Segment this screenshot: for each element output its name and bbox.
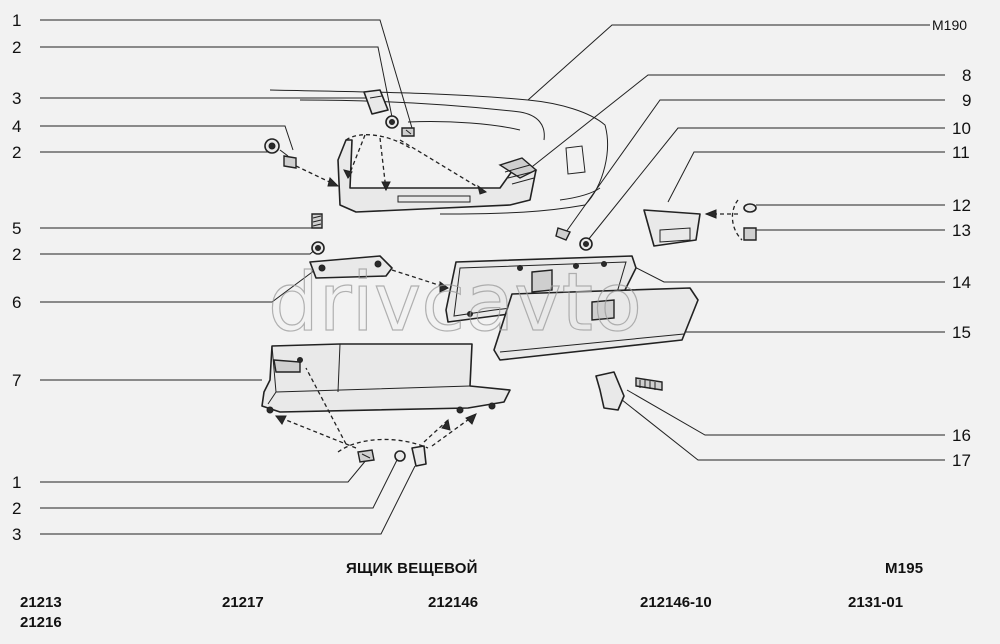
callout-right-2: 9 bbox=[962, 91, 971, 110]
callout-left-9: 7 bbox=[12, 371, 21, 390]
callout-left-7: 2 bbox=[12, 245, 21, 264]
callout-right-1: 8 bbox=[962, 66, 971, 85]
callout-left-11: 2 bbox=[12, 499, 21, 518]
model-code-21217: 21217 bbox=[222, 594, 264, 611]
callout-left-12: 3 bbox=[12, 525, 21, 544]
model-code-212146: 212146 bbox=[428, 594, 479, 611]
callout-right-7: 14 bbox=[952, 273, 971, 292]
right-callout-numbers: M190 8 9 10 11 12 13 14 15 16 17 bbox=[932, 17, 971, 470]
fasteners-left bbox=[264, 138, 297, 169]
callout-left-1: 1 bbox=[12, 11, 21, 30]
callout-left-2: 2 bbox=[12, 38, 21, 57]
fasteners-top bbox=[385, 115, 415, 137]
callout-left-4: 4 bbox=[12, 117, 21, 136]
callout-left-8: 6 bbox=[12, 293, 21, 312]
screw-and-washer-right bbox=[555, 227, 593, 251]
callout-right-8: 15 bbox=[952, 323, 971, 342]
callout-left-6: 5 bbox=[12, 219, 21, 238]
glovebox-lid bbox=[493, 287, 699, 361]
side-bracket bbox=[643, 199, 757, 247]
glovebox-body bbox=[261, 343, 511, 414]
dashboard-outline bbox=[269, 89, 608, 215]
latch-and-spring bbox=[595, 371, 663, 411]
fasteners-bottom bbox=[357, 445, 427, 467]
callout-right-6: 13 bbox=[952, 221, 971, 240]
latch-bracket bbox=[309, 255, 449, 293]
callout-right-5: 12 bbox=[952, 196, 971, 215]
callout-right-3: 10 bbox=[952, 119, 971, 138]
upper-bracket bbox=[337, 139, 538, 213]
ref-code-label: M190 bbox=[932, 17, 967, 33]
callout-left-3: 3 bbox=[12, 89, 21, 108]
model-code-21213: 21213 bbox=[20, 594, 62, 611]
callout-left-10: 1 bbox=[12, 473, 21, 492]
assembly-arrows-bottom bbox=[275, 367, 477, 453]
callout-right-10: 17 bbox=[952, 451, 971, 470]
model-code-2131-01: 2131-01 bbox=[848, 594, 904, 611]
figure-code: M195 bbox=[885, 560, 924, 577]
callout-left-5: 2 bbox=[12, 143, 21, 162]
model-code-212146-10: 212146-10 bbox=[640, 594, 712, 611]
diagram-title: ЯЩИК ВЕЩЕВОЙ bbox=[346, 560, 478, 577]
assembly-arrows-top bbox=[295, 134, 488, 195]
model-code-21216: 21216 bbox=[20, 614, 62, 631]
clip-top bbox=[363, 89, 389, 115]
watermark: drivcavto bbox=[268, 256, 642, 349]
callout-right-9: 16 bbox=[952, 426, 971, 445]
screw-and-washer-mid bbox=[311, 213, 325, 255]
left-callout-numbers: 1 2 3 4 2 5 2 6 7 1 2 3 bbox=[12, 11, 21, 544]
callout-right-4: 11 bbox=[952, 143, 970, 162]
right-leader-lines bbox=[527, 24, 945, 461]
